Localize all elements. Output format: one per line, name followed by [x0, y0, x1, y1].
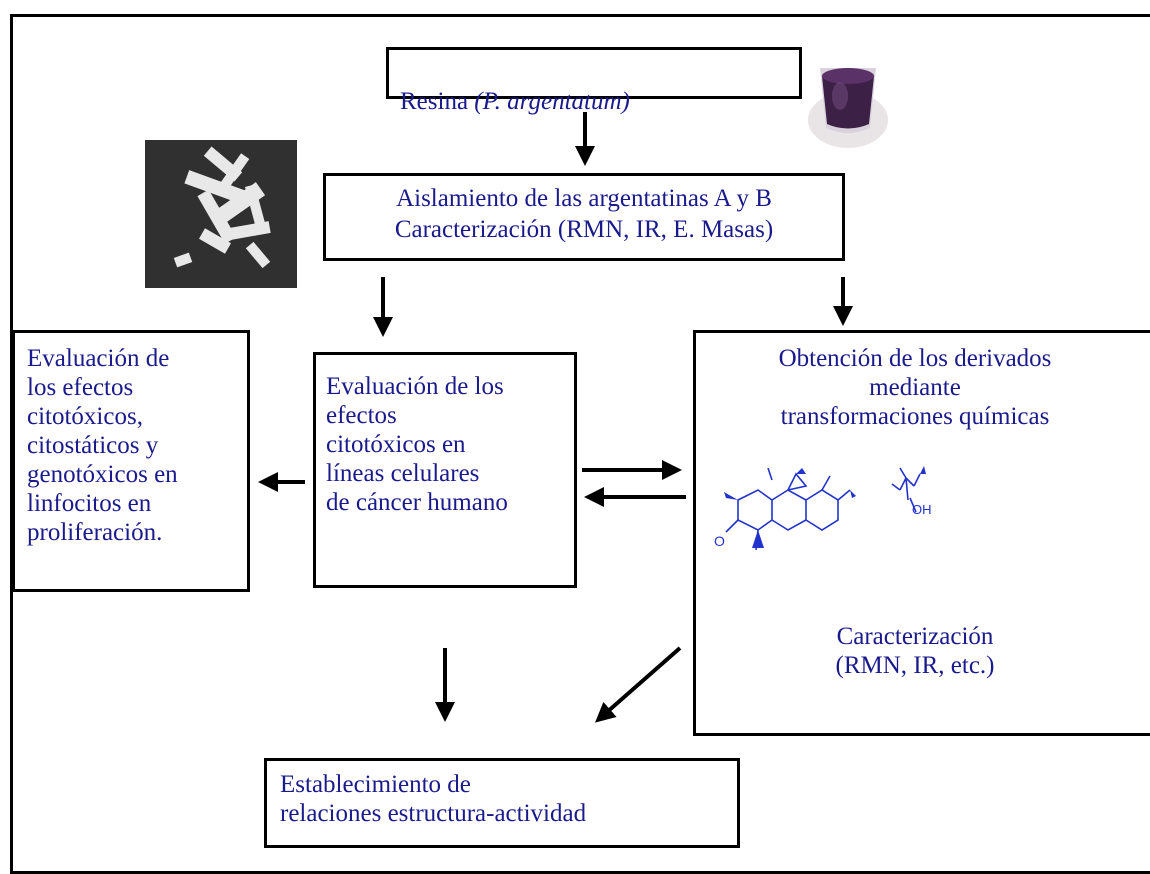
resin-glass-photo — [808, 68, 888, 148]
linfocitos-box — [12, 330, 250, 592]
arrow-derivados-to-relaciones — [594, 646, 682, 723]
caracterizacion-text: Caracterización (RMN, IR, etc.) — [835, 623, 995, 679]
resina-box — [386, 47, 802, 99]
hydroxyl-label: OH — [912, 502, 932, 517]
linfocitos-text: Evaluación de los efectos citotóxicos, c… — [27, 345, 178, 546]
aislamiento-line2: Caracterización (RMN, IR, E. Masas) — [394, 216, 774, 243]
lineas-text: Evaluación de los efectos citotóxicos en… — [326, 373, 508, 516]
derivados-title: Obtención de los derivados mediante tran… — [778, 345, 1052, 430]
chemical-structure: O OH — [714, 466, 932, 551]
oxygen-label: O — [714, 533, 725, 549]
aislamiento-line1: Aislamiento de las argentatinas A y B — [396, 185, 772, 212]
resina-label: Resina (P. argentatum) — [400, 58, 630, 116]
relaciones-text: Establecimiento de relaciones estructura… — [280, 771, 587, 827]
derivados-box — [693, 330, 1150, 736]
lineas-box — [313, 352, 577, 588]
crystals-photo — [145, 140, 297, 288]
resina-text: Resina — [400, 88, 469, 115]
aislamiento-box — [323, 173, 845, 261]
flow-arrows — [258, 112, 853, 723]
species-name: (P. argentatum) — [474, 88, 630, 115]
